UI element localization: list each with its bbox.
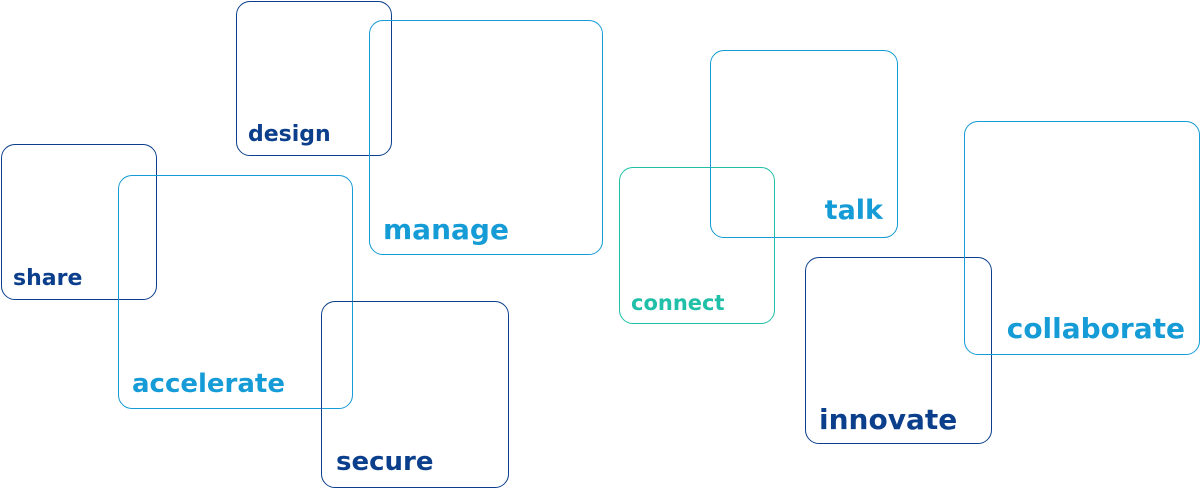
tile-accelerate: accelerate: [118, 175, 353, 409]
tile-connect-label: connect: [631, 291, 725, 315]
tile-secure: secure: [321, 301, 509, 488]
tile-talk-label: talk: [824, 195, 883, 226]
tile-share: share: [1, 144, 157, 300]
tile-accelerate-label: accelerate: [132, 369, 285, 399]
tile-manage: manage: [369, 20, 603, 255]
tile-innovate-label: innovate: [819, 403, 958, 436]
tile-collaborate: collaborate: [964, 121, 1200, 355]
tile-manage-label: manage: [383, 213, 509, 246]
tile-design: design: [236, 1, 392, 156]
tile-connect: connect: [619, 167, 775, 324]
tile-innovate: innovate: [805, 257, 992, 444]
tile-secure-label: secure: [336, 447, 434, 477]
tile-design-label: design: [248, 122, 331, 147]
tile-collaborate-label: collaborate: [1006, 312, 1185, 345]
tile-share-label: share: [13, 266, 83, 291]
tile-talk: talk: [710, 50, 898, 238]
